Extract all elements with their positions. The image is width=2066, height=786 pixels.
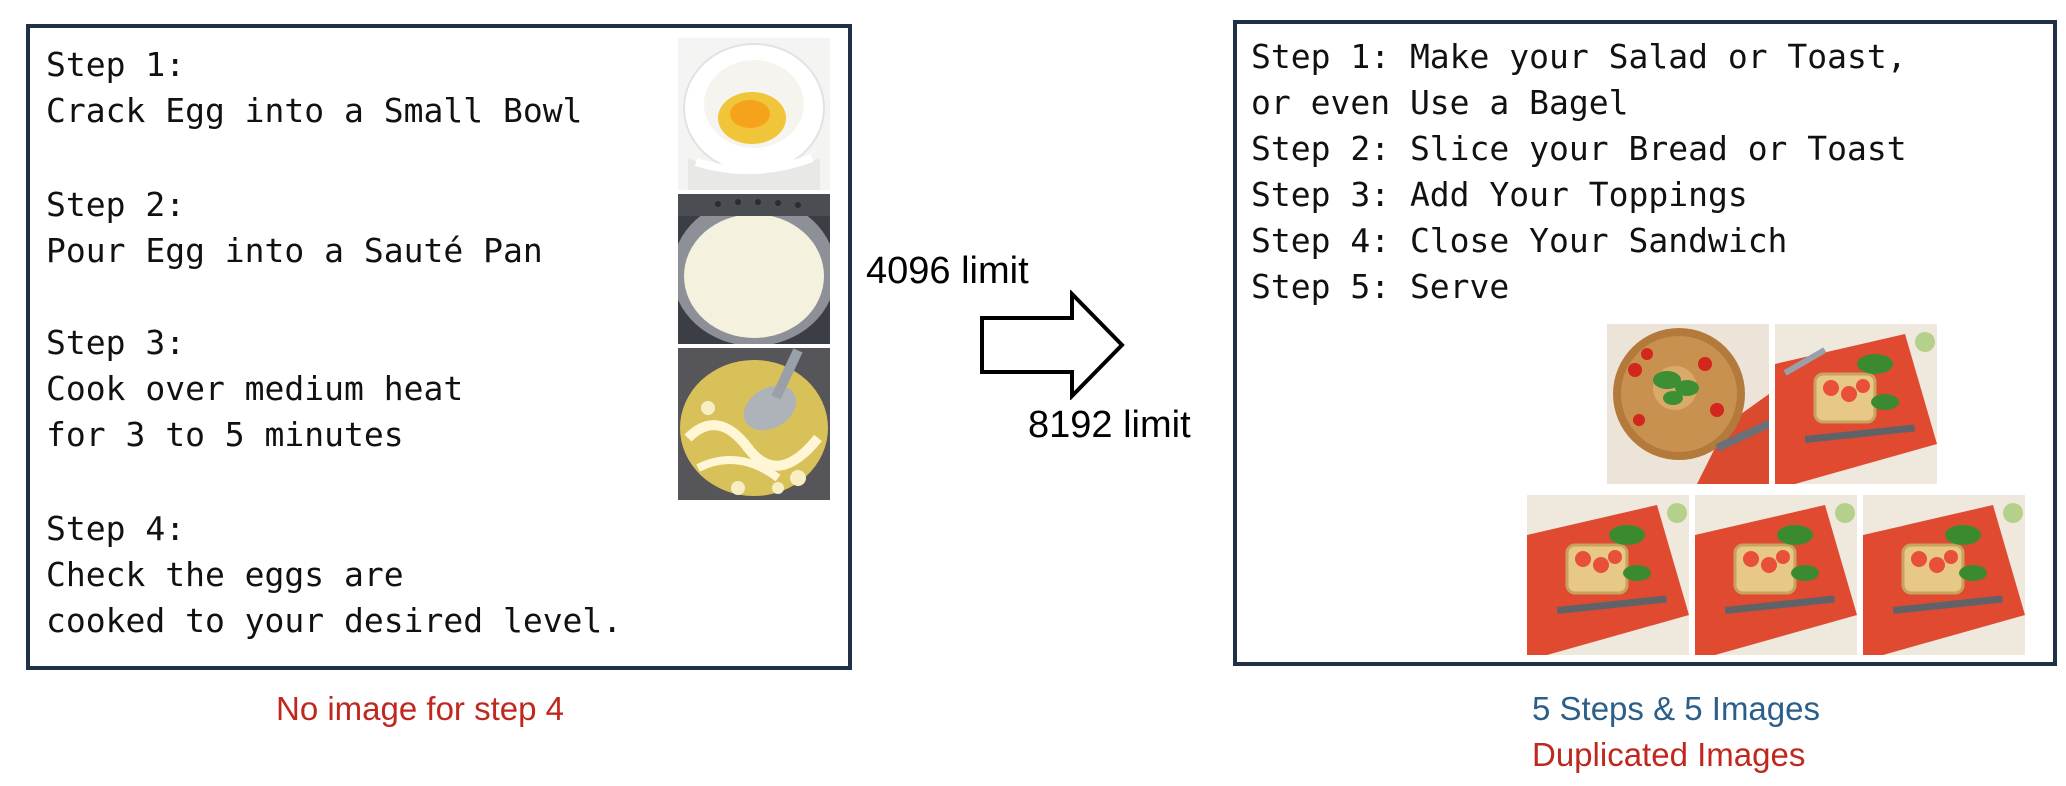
left-step-2: Step 2: Pour Egg into a Sauté Pan [46,182,543,274]
step-line: Step 3: Add Your Toppings [1251,175,1748,214]
step-text: Cook over medium heat [46,369,464,408]
step-title: Step 4: [46,509,186,548]
step-line: Step 1: Make your Salad or Toast, [1251,37,1907,76]
step-line: Step 5: Serve [1251,267,1510,306]
left-caption: No image for step 4 [276,690,564,727]
right-steps-text: Step 1: Make your Salad or Toast, or even… [1251,34,1907,310]
egg-in-pan-image [678,194,830,344]
left-step-4: Step 4: Check the eggs are cooked to your … [46,506,622,644]
left-recipe-panel: Step 1: Crack Egg into a Small Bowl Step … [26,24,852,670]
egg-cooking-image [678,348,830,500]
arrow-bottom-label: 8192 limit [1028,404,1191,446]
toast-knife-duplicate-image [1527,494,1689,656]
step-text: Pour Egg into a Sauté Pan [46,231,543,270]
step-title: Step 3: [46,323,186,362]
step-line: Step 4: Close Your Sandwich [1251,221,1788,260]
right-arrow-icon [980,290,1125,400]
step-text: Crack Egg into a Small Bowl [46,91,583,130]
toast-knife-duplicate-image [1863,494,2025,656]
step-line: Step 2: Slice your Bread or Toast [1251,129,1907,168]
step-title: Step 2: [46,185,186,224]
toast-knife-duplicate-image [1695,494,1857,656]
step-line: or even Use a Bagel [1251,83,1629,122]
right-caption-steps: 5 Steps & 5 Images [1532,690,1820,727]
step-text: cooked to your desired level. [46,601,623,640]
toast-knife-image [1775,324,1937,484]
egg-in-bowl-image [678,38,830,190]
right-caption-duplicated: Duplicated Images [1532,736,1806,773]
step-title: Step 1: [46,45,186,84]
right-recipe-panel: Step 1: Make your Salad or Toast, or even… [1233,20,2057,666]
step-text: for 3 to 5 minutes [46,415,404,454]
arrow-top-label: 4096 limit [866,250,1029,292]
left-step-1: Step 1: Crack Egg into a Small Bowl [46,42,582,134]
step-text: Check the eggs are [46,555,404,594]
salad-board-image [1607,324,1769,484]
left-step-3: Step 3: Cook over medium heat for 3 to 5 m… [46,320,463,458]
